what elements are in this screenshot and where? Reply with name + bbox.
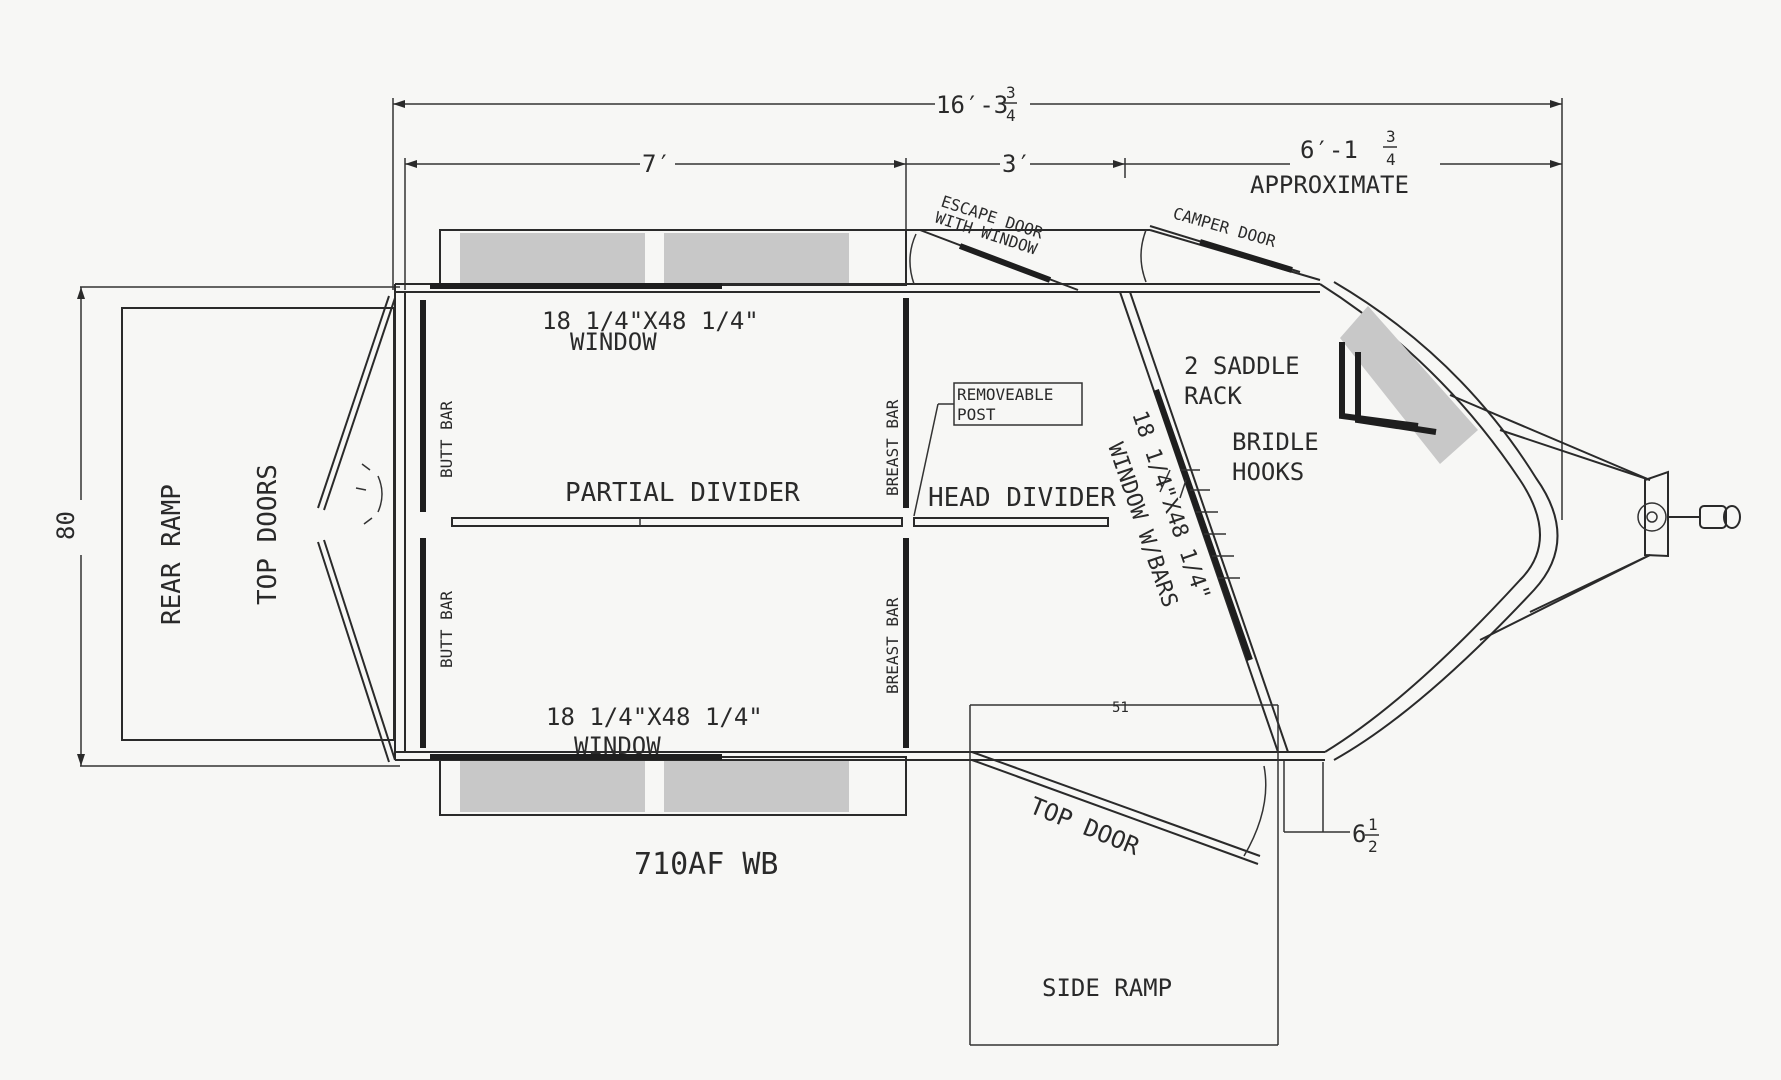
nose-fraction-den: 4 xyxy=(1386,150,1396,169)
removeable-post: REMOVEABLE POST xyxy=(913,382,1083,517)
nose-length-text: 6′-1 xyxy=(1300,136,1358,164)
camper-door-label: CAMPER DOOR xyxy=(1171,204,1278,252)
side-ramp-label: SIDE RAMP xyxy=(1042,974,1172,1002)
overall-fraction-num: 3 xyxy=(1006,83,1016,102)
nose-note-text: APPROXIMATE xyxy=(1250,171,1409,199)
trailer-body xyxy=(394,229,1559,816)
butt-bar-top-label: BUTT BAR xyxy=(437,401,456,478)
camper-door: CAMPER DOOR xyxy=(1140,204,1301,283)
window-bottom-size: 18 1/4"X48 1/4" xyxy=(546,703,763,731)
saddle-rack-label-1: 2 SADDLE xyxy=(1184,352,1300,380)
dimension-box-length: 7′ xyxy=(404,150,906,290)
removeable-post-label-1: REMOVEABLE xyxy=(957,385,1053,404)
saddle-rack-label-2: RACK xyxy=(1184,382,1242,410)
window-bottom-label: WINDOW xyxy=(574,732,661,760)
breast-bars: BREAST BAR BREAST BAR xyxy=(883,298,909,748)
dimension-head-length: 3′ xyxy=(905,150,1126,230)
window-labels: 18 1/4"X48 1/4" WINDOW 18 1/4"X48 1/4" W… xyxy=(542,307,763,760)
saddle-rack: 2 SADDLE RACK BRIDLE HOOKS xyxy=(1184,342,1437,486)
hitch-tongue xyxy=(1449,394,1741,641)
side-ramp-width-text: 51 xyxy=(1112,700,1129,716)
breast-bar-bottom-label: BREAST BAR xyxy=(883,597,902,694)
dimension-width: 80 xyxy=(52,286,400,767)
bridle-hooks-label-1: BRIDLE xyxy=(1232,428,1319,456)
butt-bar-bottom-label: BUTT BAR xyxy=(437,591,456,668)
head-divider-label: HEAD DIVIDER xyxy=(928,483,1116,513)
bridle-hooks-label-2: HOOKS xyxy=(1232,458,1304,486)
window-top-label: WINDOW xyxy=(570,328,657,356)
side-ramp: 51 SIDE RAMP xyxy=(969,700,1279,1046)
rear-ramp-label: REAR RAMP xyxy=(157,484,187,625)
box-length-text: 7′ xyxy=(642,150,671,178)
model-label: 710AF WB xyxy=(634,847,779,882)
escape-door: ESCAPE DOOR WITH WINDOW xyxy=(909,192,1079,291)
rear-top-doors xyxy=(317,295,396,763)
nose-fraction-num: 3 xyxy=(1386,127,1396,146)
partial-divider-label: PARTIAL DIVIDER xyxy=(565,478,800,508)
dimension-tongue-offset: 6 1 2 xyxy=(1283,760,1379,856)
overall-fraction-den: 4 xyxy=(1006,106,1016,125)
dimension-nose-length: 6′-1 3 4 APPROXIMATE xyxy=(1125,127,1562,199)
tongue-fraction-num: 1 xyxy=(1368,815,1378,834)
side-top-door: TOP DOOR xyxy=(971,751,1267,865)
rear-ramp: REAR RAMP TOP DOORS xyxy=(121,307,395,741)
tongue-offset-text: 6 xyxy=(1352,820,1366,848)
width-text: 80 xyxy=(52,511,80,540)
tongue-fraction-den: 2 xyxy=(1368,837,1378,856)
butt-bars: BUTT BAR BUTT BAR xyxy=(420,300,456,748)
dividers: PARTIAL DIVIDER HEAD DIVIDER xyxy=(451,478,1116,527)
window-top-size: 18 1/4"X48 1/4" xyxy=(542,307,759,335)
overall-length-text: 16′-3 xyxy=(936,91,1008,119)
dimension-overall: 16′-3 3 4 xyxy=(392,83,1563,520)
breast-bar-top-label: BREAST BAR xyxy=(883,399,902,496)
removeable-post-label-2: POST xyxy=(957,405,996,424)
head-length-text: 3′ xyxy=(1002,150,1031,178)
top-doors-label: TOP DOORS xyxy=(253,464,283,605)
